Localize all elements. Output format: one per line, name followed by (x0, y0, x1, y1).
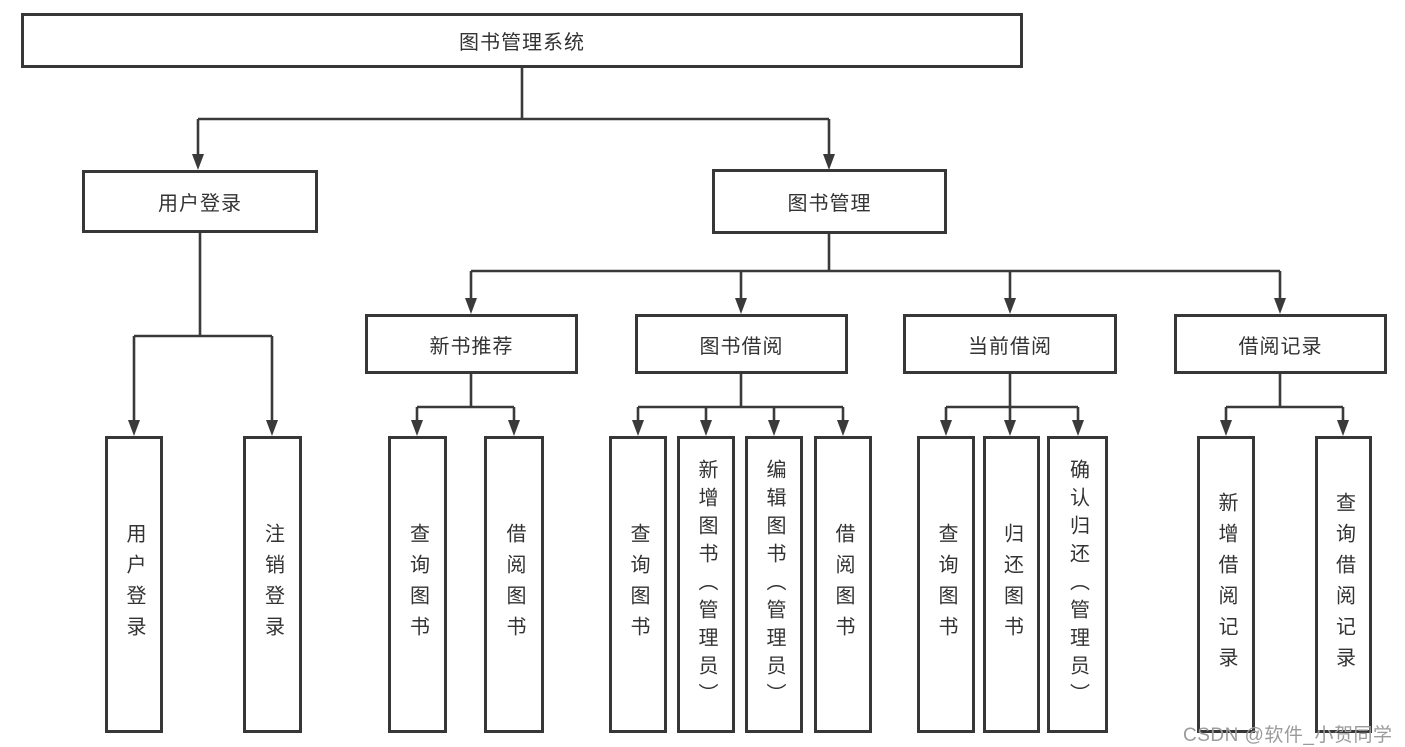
leaf-user-login: 用户登录 (105, 436, 163, 733)
leaf-return-books: 归还图书 (983, 436, 1040, 733)
leaf-confirm-return-admin-label: 确认归还（管理员） (1066, 458, 1089, 711)
leaf-borrow-books-borrowing-label: 借阅图书 (832, 522, 854, 647)
leaf-query-books-current: 查询图书 (917, 436, 975, 733)
node-user-login-label: 用户登录 (158, 193, 242, 215)
leaf-query-books-recommend-label: 查询图书 (406, 522, 429, 647)
node-root-label: 图书管理系统 (459, 32, 585, 54)
node-book-management-label: 图书管理 (787, 193, 872, 215)
node-borrowing-records: 借阅记录 (1174, 314, 1387, 374)
leaf-query-books-borrowing-label: 查询图书 (627, 522, 649, 647)
node-root: 图书管理系统 (21, 13, 1023, 68)
node-new-book-recommend: 新书推荐 (365, 314, 578, 374)
node-current-borrowing-label: 当前借阅 (968, 335, 1052, 358)
leaf-query-books-current-label: 查询图书 (935, 522, 957, 647)
leaf-query-books-borrowing: 查询图书 (609, 436, 667, 733)
node-new-book-recommend-label: 新书推荐 (429, 335, 514, 358)
leaf-add-books-admin: 新增图书（管理员） (677, 436, 735, 733)
node-book-management: 图书管理 (712, 169, 947, 234)
leaf-query-borrow-record-label: 查询借阅记录 (1332, 491, 1355, 678)
leaf-borrow-books-recommend-label: 借阅图书 (503, 522, 525, 647)
leaf-query-borrow-record: 查询借阅记录 (1315, 436, 1372, 733)
leaf-logout: 注销登录 (243, 436, 302, 733)
leaf-add-books-admin-label: 新增图书（管理员） (695, 458, 717, 711)
leaf-query-books-recommend: 查询图书 (388, 436, 447, 733)
leaf-add-borrow-record-label: 新增借阅记录 (1215, 491, 1237, 678)
node-current-borrowing: 当前借阅 (903, 314, 1117, 374)
leaf-logout-label: 注销登录 (261, 522, 284, 647)
leaf-user-login-label: 用户登录 (123, 522, 145, 647)
node-book-borrowing-label: 图书借阅 (699, 335, 784, 358)
node-book-borrowing: 图书借阅 (635, 314, 848, 374)
node-borrowing-records-label: 借阅记录 (1238, 335, 1323, 358)
leaf-add-borrow-record: 新增借阅记录 (1197, 436, 1255, 733)
leaf-borrow-books-recommend: 借阅图书 (484, 436, 544, 733)
leaf-borrow-books-borrowing: 借阅图书 (814, 436, 872, 733)
leaf-edit-books-admin-label: 编辑图书（管理员） (763, 458, 785, 711)
node-user-login: 用户登录 (82, 170, 318, 233)
leaf-edit-books-admin: 编辑图书（管理员） (745, 436, 803, 733)
leaf-return-books-label: 归还图书 (1000, 522, 1023, 647)
watermark: CSDN @软件_小贺同学 (1183, 725, 1393, 746)
leaf-confirm-return-admin: 确认归还（管理员） (1047, 436, 1108, 733)
